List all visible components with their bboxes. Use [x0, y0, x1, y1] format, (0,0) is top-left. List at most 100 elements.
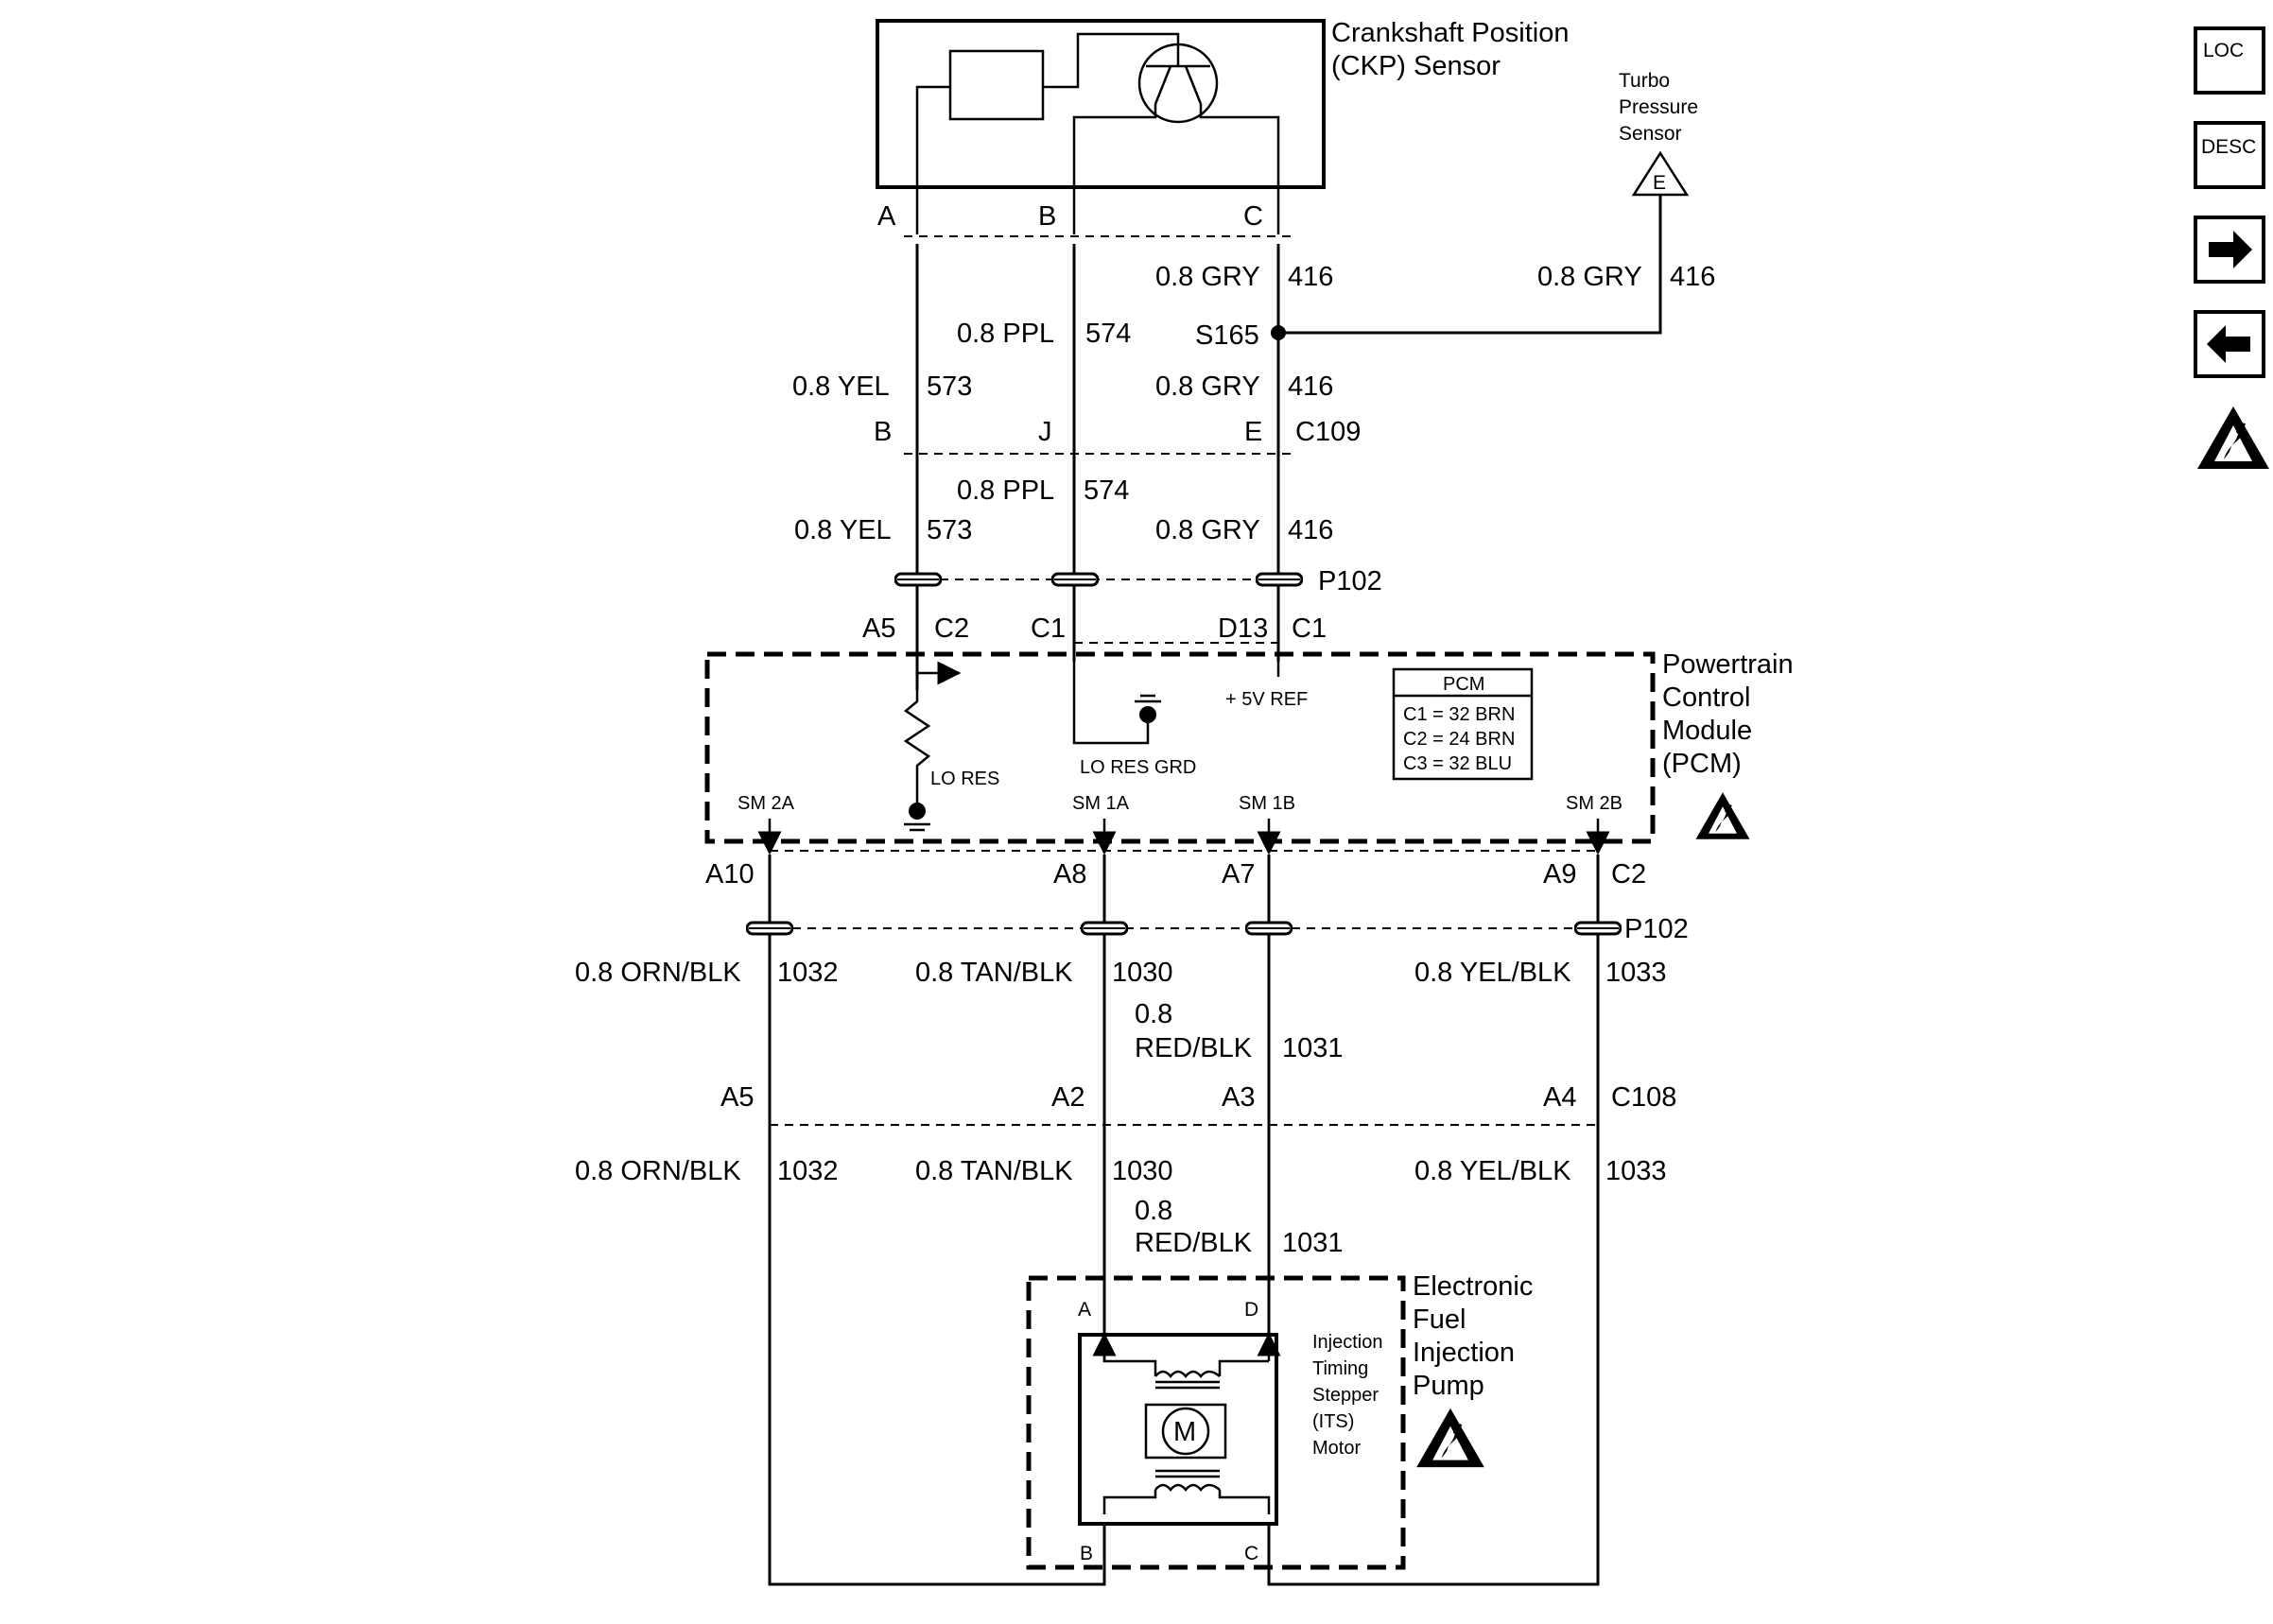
p102-lower-terminal-4	[1574, 921, 1622, 936]
red-upper-circuit: 1031	[1282, 1033, 1344, 1063]
gry-top-circuit: 416	[1288, 262, 1333, 292]
yel-blk-lower-circuit: 1033	[1605, 1156, 1667, 1186]
motor-icon	[1161, 1407, 1210, 1456]
c108-pin-a4: A4	[1543, 1082, 1576, 1113]
yel-blk-upper-circuit: 1033	[1605, 958, 1667, 988]
pump-esd-icon	[1414, 1407, 1486, 1469]
yel-mid-size: 0.8 YEL	[792, 371, 890, 402]
ppl-top-size: 0.8 PPL	[957, 319, 1054, 349]
c109-pin-j: J	[1038, 417, 1052, 447]
turbo-wire-circuit: 416	[1670, 262, 1715, 292]
c108-pin-a2: A2	[1051, 1082, 1084, 1113]
pcm-conn-c2-top: C2	[934, 613, 969, 644]
upper-coil-icon	[1154, 1370, 1221, 1378]
pump-boundary	[1026, 1275, 1406, 1570]
pcm-table-title: PCM	[1443, 674, 1484, 695]
ref-label: + 5V REF	[1225, 689, 1308, 710]
pcm-connector-table: PCM C1 = 32 BRN C2 = 24 BRN C3 = 32 BLU	[1392, 667, 1534, 781]
pcm-pin-a9: A9	[1543, 859, 1576, 890]
c108-pin-a3: A3	[1222, 1082, 1255, 1113]
p102-lower-terminal-1	[746, 921, 793, 936]
orn-lower-circuit: 1032	[777, 1156, 839, 1186]
lower-coil-icon	[1154, 1483, 1221, 1492]
pcm-pin-a7: A7	[1222, 859, 1255, 890]
gry-low-circuit: 416	[1288, 515, 1333, 545]
ckp-sensor-element	[948, 49, 1045, 121]
yel-blk-upper-size: 0.8 YEL/BLK	[1414, 958, 1571, 988]
turbo-sensor-pin: E	[1653, 172, 1666, 194]
turbo-wire-size: 0.8 GRY	[1537, 262, 1642, 292]
ppl-top-circuit: 574	[1085, 319, 1131, 349]
pcm-table-row-1: C1 = 32 BRN	[1403, 704, 1515, 725]
loc-button-label: LOC	[2203, 40, 2244, 61]
pcm-conn-c2-bottom: C2	[1611, 859, 1646, 890]
ppl-low-circuit: 574	[1084, 475, 1129, 506]
ckp-pin-a: A	[877, 201, 896, 232]
orn-upper-circuit: 1032	[777, 958, 839, 988]
c108-label: C108	[1611, 1082, 1676, 1113]
gry-top-size: 0.8 GRY	[1155, 262, 1260, 292]
previous-arrow-icon	[2207, 325, 2250, 363]
pcm-table-row-2: C2 = 24 BRN	[1403, 729, 1515, 750]
pump-pin-d: D	[1244, 1299, 1258, 1321]
splice-s165	[1271, 325, 1286, 340]
yel-low-size: 0.8 YEL	[794, 515, 892, 545]
pcm-pin-d13: D13	[1218, 613, 1268, 644]
desc-button[interactable]: DESC	[2194, 121, 2265, 189]
p102-upper-label: P102	[1318, 566, 1382, 596]
gry-low-size: 0.8 GRY	[1155, 515, 1260, 545]
esd-warning-icon[interactable]	[2195, 405, 2271, 471]
sm1a-label: SM 1A	[1072, 793, 1130, 814]
previous-button[interactable]	[2194, 310, 2265, 378]
sm2a-label: SM 2A	[737, 793, 795, 814]
p102-upper-terminal-3	[1256, 572, 1303, 587]
desc-button-label: DESC	[2201, 136, 2256, 158]
p102-lower-terminal-3	[1245, 921, 1293, 936]
ckp-pin-c: C	[1243, 201, 1263, 232]
tan-upper-size: 0.8 TAN/BLK	[915, 958, 1073, 988]
pump-pin-c: C	[1244, 1543, 1258, 1564]
next-arrow-icon	[2209, 231, 2252, 268]
ckp-sensor-box	[876, 19, 1326, 189]
c109-pin-b: B	[874, 417, 892, 447]
turbo-wire	[1278, 195, 1662, 335]
p102-lower-label: P102	[1624, 914, 1689, 944]
ckp-sensor: Crankshaft Position(CKP) Sensor	[876, 18, 1569, 234]
nav-toolbar: LOC DESC	[2194, 26, 2271, 471]
pcm-esd-icon	[1694, 791, 1751, 840]
sm2b-label: SM 2B	[1566, 793, 1622, 814]
yel-blk-lower-size: 0.8 YEL/BLK	[1414, 1156, 1571, 1186]
wire-1032	[768, 855, 1106, 1586]
pcm-pin-a5: A5	[862, 613, 895, 644]
pcm-pin-a8: A8	[1053, 859, 1086, 890]
orn-upper-size: 0.8 ORN/BLK	[575, 958, 741, 988]
pcm-conn-c1-a: C1	[1031, 613, 1066, 644]
c108-pin-a5: A5	[720, 1082, 754, 1113]
orn-lower-size: 0.8 ORN/BLK	[575, 1156, 741, 1186]
pump-pin-a: A	[1078, 1299, 1091, 1321]
red-upper-color: RED/BLK	[1135, 1033, 1253, 1063]
next-button[interactable]	[2194, 216, 2265, 284]
p102-upper-terminal-2	[1051, 572, 1099, 587]
tan-lower-size: 0.8 TAN/BLK	[915, 1156, 1073, 1186]
pcm-pin-a10: A10	[705, 859, 755, 890]
loc-button[interactable]: LOC	[2194, 26, 2265, 95]
red-upper-gauge: 0.8	[1135, 999, 1172, 1029]
gry-mid-circuit: 416	[1288, 371, 1333, 402]
motor-symbol: M	[1173, 1417, 1196, 1447]
gry-mid-size: 0.8 GRY	[1155, 371, 1260, 402]
lo-res-grd-wire	[1072, 652, 1150, 745]
tan-upper-circuit: 1030	[1112, 958, 1173, 988]
sm1b-label: SM 1B	[1239, 793, 1295, 814]
wire-1033	[1267, 855, 1600, 1586]
pcm-table-row-3: C3 = 32 BLU	[1403, 753, 1512, 774]
ppl-low-size: 0.8 PPL	[957, 475, 1054, 506]
lo-res-label: LO RES	[930, 769, 999, 789]
